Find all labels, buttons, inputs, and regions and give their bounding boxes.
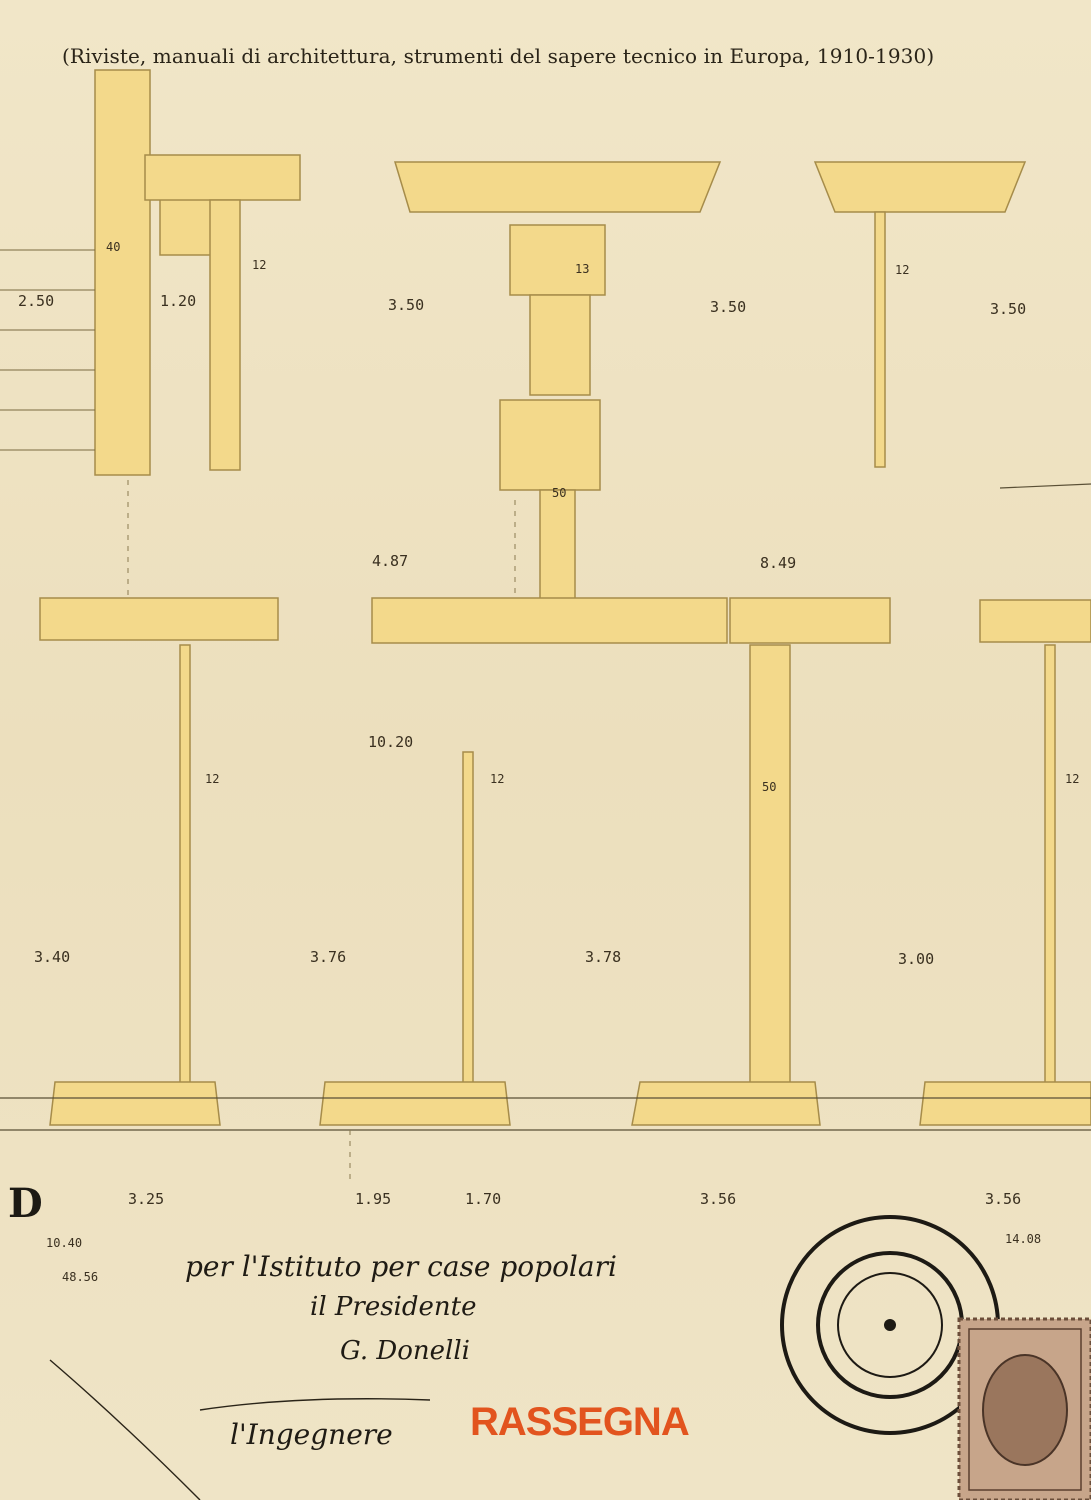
dimension-label: 3.50 — [388, 296, 425, 314]
handwritten-line: l'Ingegnere — [230, 1418, 393, 1451]
wall-segment — [209, 199, 241, 471]
thickness-label: 40 — [106, 240, 121, 254]
wall-segment — [39, 597, 279, 641]
dimension-label: 3.25 — [128, 1190, 165, 1208]
dimension-label: 1.70 — [465, 1190, 502, 1208]
dimension-label: 4.87 — [372, 552, 409, 570]
dimension-label: 1.20 — [160, 292, 197, 310]
thickness-label: 50 — [552, 486, 567, 500]
thickness-label: 12 — [252, 258, 267, 272]
thickness-label: 12 — [1065, 772, 1080, 786]
brand-logo: RASSEGNA — [470, 1400, 690, 1444]
wall-segment — [539, 489, 576, 601]
thickness-label: 12 — [490, 772, 505, 786]
dimension-label: 10.20 — [368, 733, 414, 751]
dimension-label: 3.76 — [310, 948, 347, 966]
wall-segment — [462, 751, 474, 1088]
dimension-label: 1.95 — [355, 1190, 392, 1208]
dimension-label: 3.56 — [700, 1190, 737, 1208]
dimension-label: 3.50 — [990, 300, 1027, 318]
total-label: 48.56 — [62, 1270, 99, 1284]
wall-segment — [94, 69, 151, 476]
wall-segment — [393, 161, 722, 213]
thickness-label: 12 — [205, 772, 220, 786]
wall-segment — [749, 644, 791, 1086]
wall-segment — [631, 1081, 821, 1126]
handwritten-line: per l'Istituto per case popolari — [185, 1250, 617, 1283]
dimension-label: 8.49 — [760, 554, 797, 572]
thickness-label: 50 — [762, 780, 777, 794]
handwritten-signature: G. Donelli — [340, 1336, 470, 1366]
wall-segment — [179, 644, 191, 1086]
wall-segment — [499, 399, 601, 491]
wall-segment — [529, 294, 591, 396]
wall-segment — [1044, 644, 1056, 1086]
handwritten-line: il Presidente — [310, 1292, 477, 1322]
dimension-label: 3.50 — [710, 298, 747, 316]
thickness-label: 12 — [895, 263, 910, 277]
dimension-label: 3.56 — [985, 1190, 1022, 1208]
wall-segment — [509, 224, 606, 296]
dimension-label: 2.50 — [18, 292, 55, 310]
dimension-label: 3.00 — [898, 950, 935, 968]
wall-segment — [979, 599, 1091, 643]
dimension-label: 3.40 — [34, 948, 71, 966]
wall-segment — [371, 597, 728, 644]
cover-subtitle: (Riviste, manuali di architettura, strum… — [62, 44, 935, 68]
total-label: 10.40 — [46, 1236, 83, 1250]
wall-segment — [49, 1081, 221, 1126]
wall-segment — [319, 1081, 511, 1126]
thickness-label: 13 — [575, 262, 590, 276]
total-label: 14.08 — [1005, 1232, 1042, 1246]
wall-segment — [919, 1081, 1091, 1126]
wall-segment — [144, 154, 301, 201]
wall-segment — [813, 161, 1027, 213]
postage-stamp — [957, 1317, 1091, 1500]
wall-segment — [729, 597, 891, 644]
dimension-label: 3.78 — [585, 948, 622, 966]
wall-segment — [874, 211, 886, 468]
section-letter: D — [8, 1180, 43, 1227]
